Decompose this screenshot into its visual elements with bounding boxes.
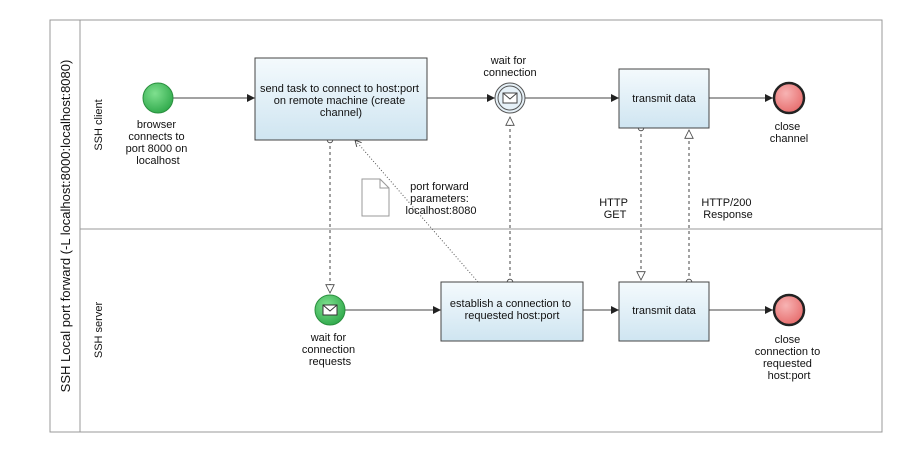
- lane-ssh-client: SSH client: [93, 99, 105, 150]
- close-channel-event: [772, 81, 806, 115]
- transmit-server-task: [618, 281, 710, 342]
- association-annotation: [355, 140, 479, 283]
- http-response-label: HTTP/200 Response: [701, 197, 754, 221]
- http-get-label: HTTP GET: [599, 197, 631, 221]
- wait-requests-label: wait for connection requests: [302, 332, 358, 368]
- document-annotation-icon: [361, 178, 390, 217]
- lane-ssh-server: SSH server: [93, 302, 105, 359]
- close-connection-event: [772, 293, 806, 327]
- wait-connection-event: [494, 82, 526, 114]
- envelope-icon: [322, 304, 338, 316]
- wait-connection-label: wait for connection: [483, 55, 536, 79]
- start-event: [142, 82, 174, 114]
- send-task-label: send task to connect to host:port on rem…: [260, 83, 422, 119]
- close-channel-label: close channel: [770, 121, 809, 145]
- transmit-client-task: [618, 68, 710, 129]
- transmit-client-label: transmit data: [632, 93, 696, 105]
- annotation-label: port forward parameters: localhost:8080: [406, 181, 477, 217]
- send-task: [254, 57, 428, 141]
- envelope-icon: [502, 92, 518, 104]
- transmit-server-label: transmit data: [632, 305, 696, 317]
- establish-task: [440, 281, 584, 342]
- close-connection-label: close connection to requested host:port: [755, 334, 824, 382]
- pool-title: SSH Local port forward (-L localhost:800…: [58, 60, 73, 393]
- start-event-label: browser connects to port 8000 on localho…: [126, 119, 191, 167]
- wait-requests-event: [314, 294, 346, 326]
- pool: [49, 19, 883, 433]
- establish-label: establish a connection to requested host…: [450, 298, 574, 322]
